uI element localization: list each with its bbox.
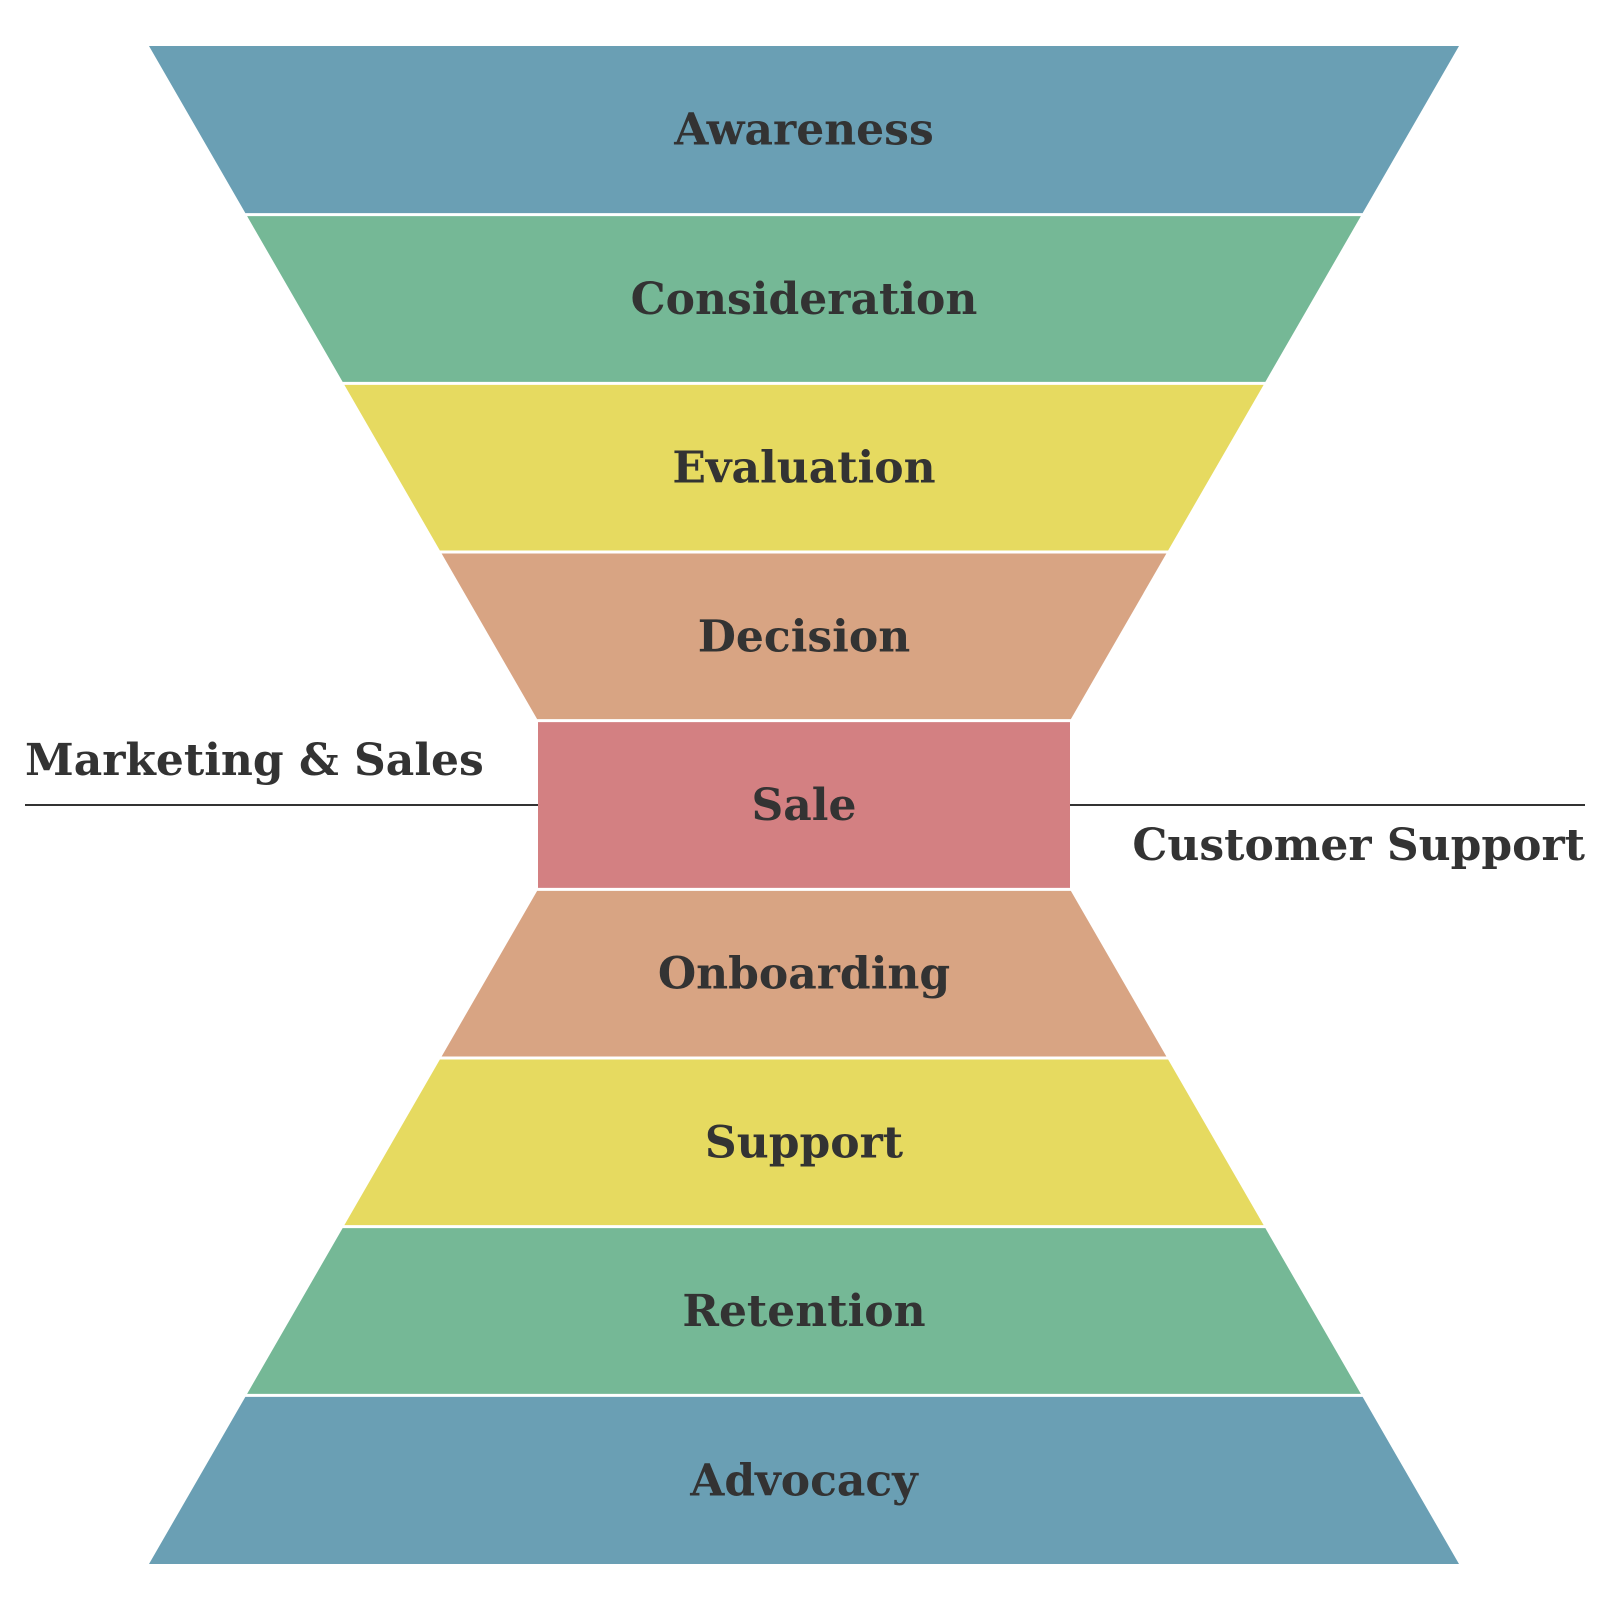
marketing-sales-label: Marketing & Sales: [25, 735, 484, 786]
stage-band-support: [344, 1059, 1264, 1226]
stage-label-awareness: Awareness: [673, 105, 933, 156]
stage-band-decision: [441, 553, 1167, 720]
stage-band-onboarding: [441, 890, 1167, 1057]
stage-label-sale: Sale: [752, 780, 857, 831]
stage-label-support: Support: [705, 1117, 904, 1168]
stage-band-advocacy: [149, 1396, 1459, 1564]
stage-band-consideration: [247, 216, 1361, 382]
stage-band-sale: [538, 722, 1070, 888]
funnel-stages: AwarenessConsiderationEvaluationDecision…: [149, 46, 1459, 1564]
stage-label-consideration: Consideration: [631, 274, 978, 325]
stage-band-evaluation: [344, 384, 1264, 551]
stage-label-decision: Decision: [698, 611, 910, 662]
stage-label-onboarding: Onboarding: [658, 949, 950, 1000]
stage-label-evaluation: Evaluation: [672, 443, 935, 494]
stage-label-retention: Retention: [682, 1286, 925, 1337]
stage-band-retention: [247, 1228, 1361, 1394]
customer-support-label: Customer Support: [1132, 820, 1585, 871]
stage-band-awareness: [149, 46, 1459, 214]
stage-label-advocacy: Advocacy: [689, 1455, 919, 1506]
